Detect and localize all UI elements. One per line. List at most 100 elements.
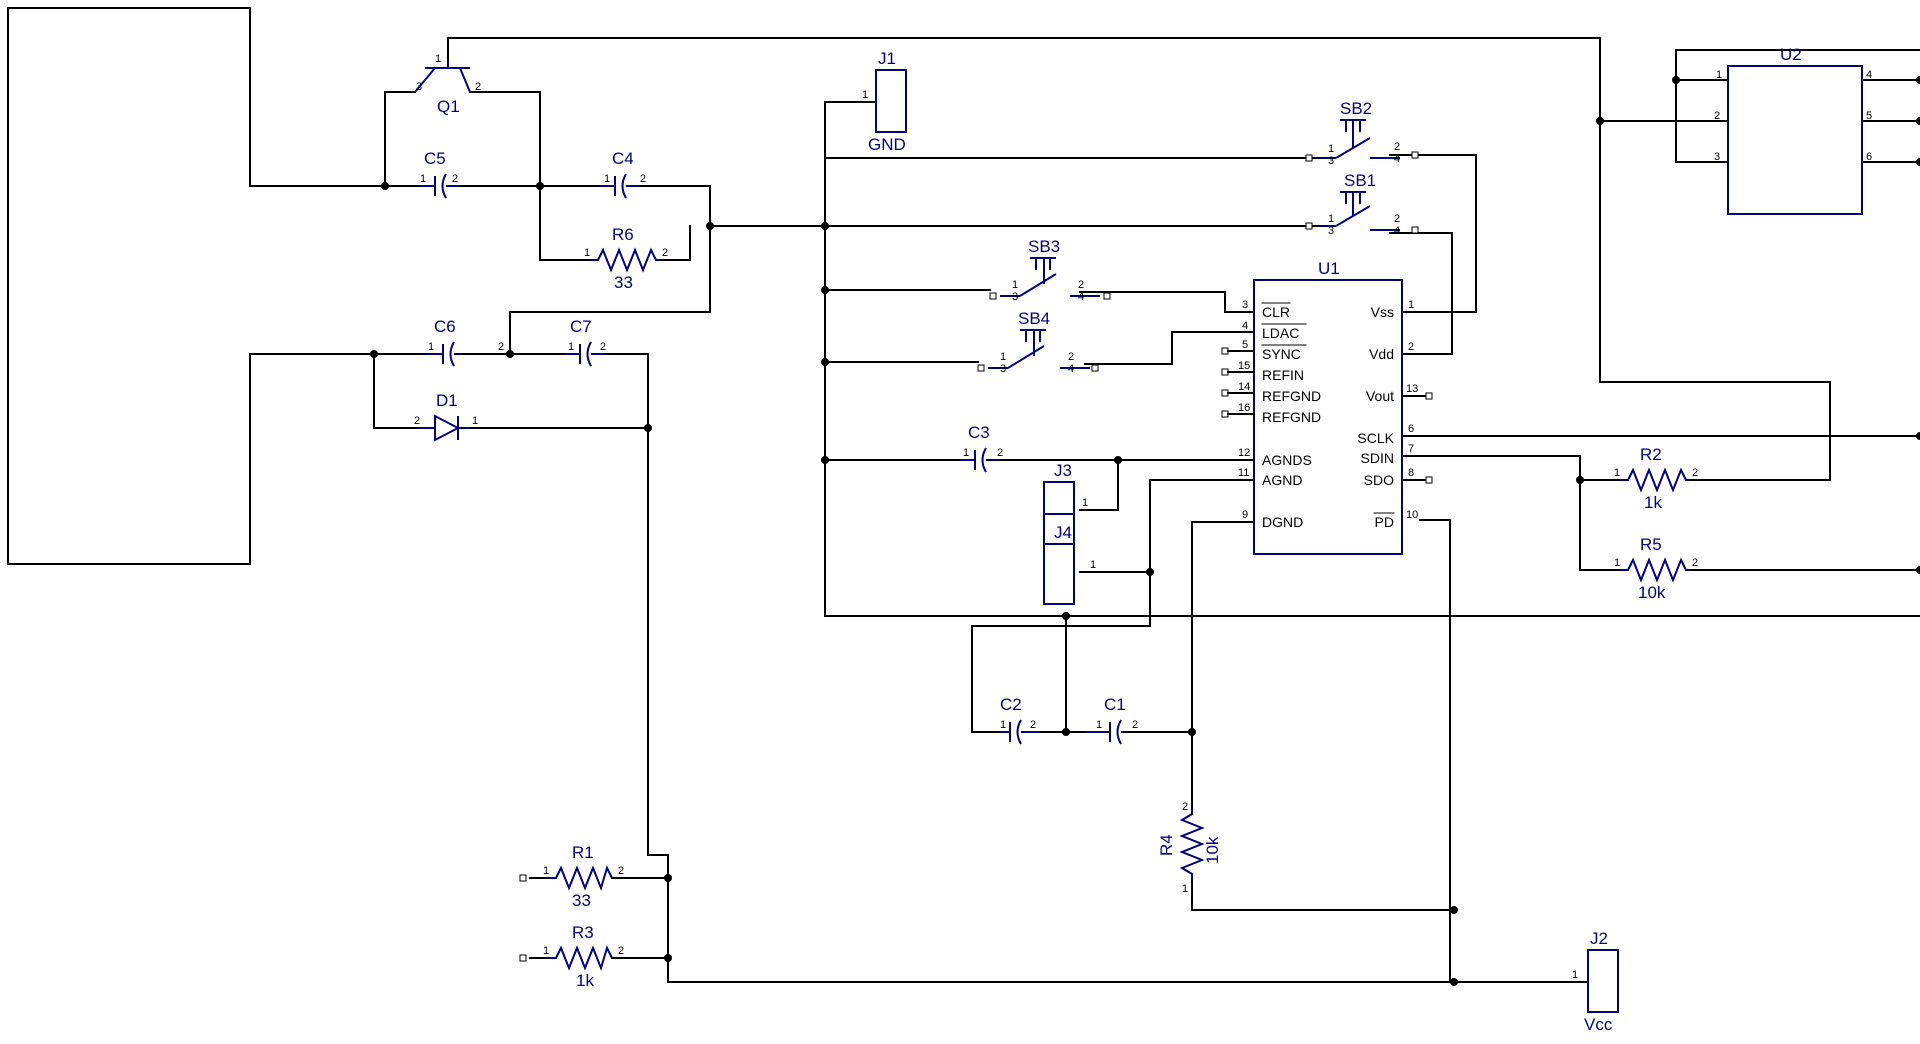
ref-designator: R4 (1157, 834, 1176, 856)
pushbutton-sb1: 1 2 3 4 SB1 (1305, 171, 1419, 237)
pin-label: 2 (1030, 719, 1036, 731)
u1-pin-number: 16 (1238, 402, 1250, 414)
u2-pin-number: 3 (1714, 151, 1720, 163)
pin-label: 2 (1692, 467, 1698, 479)
pin-label: 1 (435, 53, 441, 65)
u1-pin-name: REFIN (1262, 367, 1304, 383)
pin-label: 1 (1082, 497, 1088, 509)
ref-designator: C4 (612, 149, 634, 168)
pin-label: 2 (1394, 213, 1400, 225)
u1-pin-name: SYNC (1262, 346, 1301, 362)
capacitor-c7: 1 2 C7 (565, 317, 606, 367)
component-value: 1k (576, 971, 594, 990)
ic-u2: U2 1 2 3 4 5 6 (1714, 45, 1872, 215)
ref-designator: C6 (434, 317, 456, 336)
pin-label: 1 (862, 89, 868, 101)
pin-label: 1 (543, 865, 549, 877)
ref-designator: C5 (424, 149, 446, 168)
pin-label: 2 (640, 173, 646, 185)
pin-label: 1 (1182, 883, 1188, 895)
pin-label: 2 (662, 247, 668, 259)
u1-pin-name: Vss (1371, 304, 1394, 320)
capacitor-c2: 1 2 C2 (1000, 695, 1040, 745)
pin-label: 4 (1394, 153, 1400, 165)
pin-label: 4 (1394, 225, 1400, 237)
component-value: 33 (614, 273, 633, 292)
pin-label: 2 (1078, 279, 1084, 291)
ref-designator: R1 (572, 843, 594, 862)
resistor-r2: 1 2 R2 1k (1614, 445, 1698, 512)
component-value: 10k (1203, 836, 1222, 864)
pin-label: 2 (414, 415, 420, 427)
pin-label: 2 (1182, 801, 1188, 813)
component-value: 1k (1644, 493, 1662, 512)
pin-label: 1 (420, 173, 426, 185)
ref-designator: C3 (968, 423, 990, 442)
u1-pin-name: SCLK (1357, 430, 1394, 446)
wires (7, 7, 1920, 983)
capacitor-c3: 1 2 C3 (960, 423, 1003, 473)
resistor-r6: 1 2 R6 33 (584, 225, 668, 292)
pin-label: 1 (543, 945, 549, 957)
u1-pin-name: DGND (1262, 514, 1303, 530)
u1-pin-number: 8 (1408, 467, 1414, 479)
pin-label: 3 (1012, 291, 1018, 303)
pin-label: 2 (452, 173, 458, 185)
pin-label: 1 (1328, 213, 1334, 225)
u1-pin-name: SDO (1364, 472, 1394, 488)
u1-pin-number: 11 (1238, 467, 1249, 479)
pin-label: 4 (1068, 363, 1074, 375)
connector-j3-j4: 1 1 J3 J4 (1043, 461, 1096, 605)
pin-label: 2 (997, 447, 1003, 459)
pin-label: 1 (1328, 143, 1334, 155)
ref-designator: J4 (1054, 523, 1072, 542)
capacitor-c6: 1 2 C6 (426, 317, 504, 367)
component-value: 33 (572, 891, 591, 910)
u1-pin-name: LDAC (1262, 325, 1299, 341)
ref-designator: R5 (1640, 535, 1662, 554)
ref-designator: C7 (570, 317, 592, 336)
u1-pin-number: 12 (1238, 447, 1250, 459)
ic-u1: U1 3 4 5 15 14 16 12 11 9 CLR LDAC SYNC … (1221, 259, 1433, 555)
u1-pin-name: REFGND (1262, 388, 1321, 404)
resistor-r5: 1 2 R5 10k (1614, 535, 1698, 602)
pin-label: 2 (1692, 557, 1698, 569)
u1-pin-number: 4 (1242, 320, 1248, 332)
ref-designator: C2 (1000, 695, 1022, 714)
u1-pin-number: 9 (1242, 509, 1248, 521)
ref-designator: D1 (436, 391, 458, 410)
pin-label: 3 (1328, 155, 1334, 167)
u1-pin-name: REFGND (1262, 409, 1321, 425)
connector-j2: 1 J2 Vcc (1572, 929, 1619, 1034)
u1-pin-number: 10 (1406, 509, 1418, 521)
pin-label: 1 (963, 447, 969, 459)
pin-label: 1 (1000, 351, 1006, 363)
pin-label: 2 (618, 865, 624, 877)
ref-designator: SB4 (1018, 309, 1050, 328)
pin-label: 1 (1000, 719, 1006, 731)
u1-pin-number: 15 (1238, 360, 1250, 372)
resistor-r4: 2 1 R4 10k (1157, 801, 1222, 895)
pin-label: 2 (1068, 351, 1074, 363)
pin-label: 3 (416, 81, 422, 93)
ref-designator: SB3 (1028, 237, 1060, 256)
resistor-r1: 1 2 R1 33 (519, 843, 624, 910)
pushbutton-sb2: 1 2 3 4 SB2 (1305, 99, 1419, 167)
ref-designator: R3 (572, 923, 594, 942)
u1-pin-name: CLR (1262, 304, 1290, 320)
ref-designator: SB2 (1340, 99, 1372, 118)
component-value: GND (868, 135, 906, 154)
u2-pin-number: 1 (1716, 69, 1722, 81)
pin-label: 1 (584, 247, 590, 259)
u1-pin-name: Vdd (1369, 346, 1394, 362)
pin-label: 1 (568, 341, 574, 353)
u1-pin-name: PD (1375, 514, 1394, 530)
pin-label: 4 (1078, 291, 1084, 303)
diode-d1: 2 1 D1 (414, 391, 478, 442)
capacitor-c1: 1 2 C1 (1085, 695, 1138, 745)
u1-pin-number: 1 (1408, 299, 1414, 311)
ref-designator: R2 (1640, 445, 1662, 464)
ref-designator: U1 (1318, 259, 1340, 278)
ref-designator: J2 (1590, 929, 1608, 948)
pin-label: 2 (1394, 141, 1400, 153)
